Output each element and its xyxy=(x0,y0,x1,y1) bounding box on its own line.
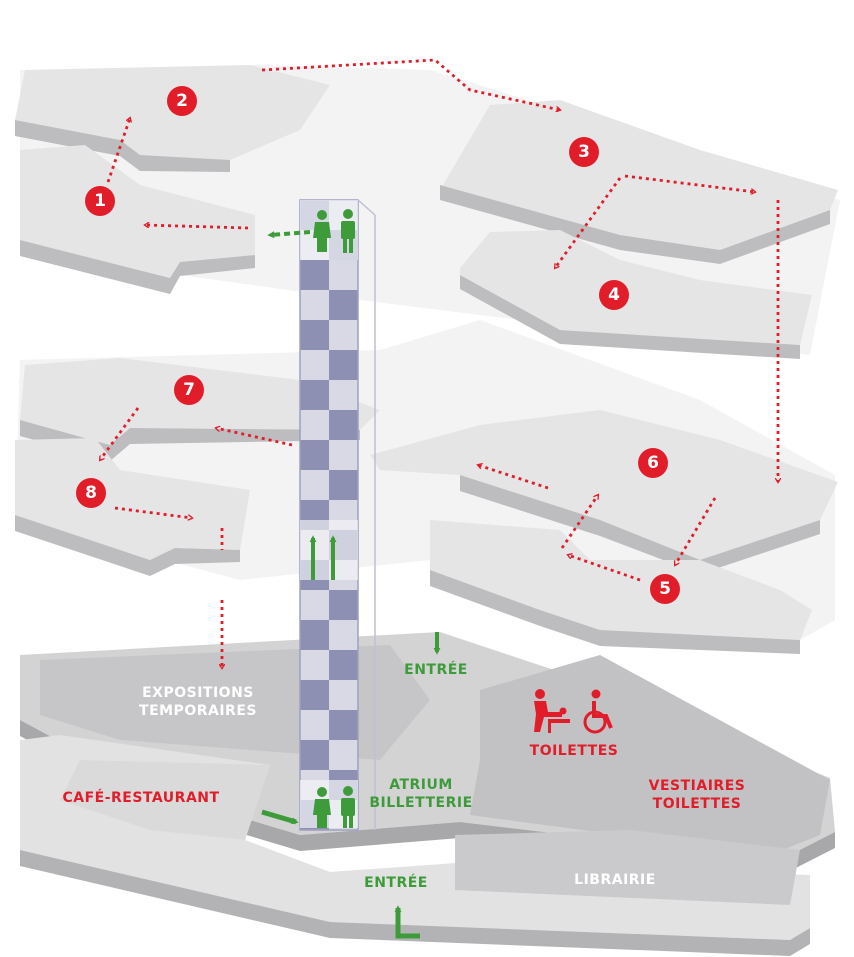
route-6-to-5 xyxy=(673,497,717,565)
room-badge-1: 1 xyxy=(85,186,115,216)
expositions-label: EXPOSITIONS TEMPORAIRES xyxy=(118,684,278,720)
expositions-label-line1: EXPOSITIONS xyxy=(142,685,254,701)
entree-label-bottom: ENTRÉE xyxy=(364,875,428,891)
atrium-label: ATRIUM BILLETTERIE xyxy=(361,776,481,812)
route-3-to-4 xyxy=(553,177,622,268)
route-5-to-west xyxy=(568,555,641,582)
librairie-label: LIBRAIRIE xyxy=(574,872,656,888)
baby-changing-icon xyxy=(534,689,570,733)
room-badge-4: 4 xyxy=(599,280,629,310)
top-floor xyxy=(15,65,840,359)
elevator-shaft xyxy=(299,199,376,831)
green-arrow-icon xyxy=(261,809,299,825)
access-arrows xyxy=(261,230,441,939)
green-arrow-icon xyxy=(394,905,420,939)
room-badge-8: 8 xyxy=(76,478,106,508)
expositions-label-line2: TEMPORAIRES xyxy=(139,703,257,719)
visit-route xyxy=(98,58,778,668)
room-badge-6: 6 xyxy=(638,448,668,478)
route-8-east xyxy=(114,506,192,518)
vestiaires-label-line2: TOILETTES xyxy=(652,796,742,812)
ground-floor xyxy=(20,632,835,956)
middle-floor xyxy=(15,320,838,654)
person-man-icon xyxy=(341,209,355,253)
entree-label-top: ENTRÉE xyxy=(404,662,468,678)
cafe-restaurant-label: CAFÉ-RESTAURANT xyxy=(62,790,220,806)
vestiaires-label: VESTIAIRES TOILETTES xyxy=(637,777,757,813)
room-badge-2: 2 xyxy=(167,86,197,116)
atrium-label-line1: ATRIUM xyxy=(389,777,453,793)
person-woman-icon xyxy=(313,787,331,828)
route-top-exit xyxy=(145,225,249,230)
green-arrow-icon xyxy=(267,230,311,239)
person-woman-icon xyxy=(313,210,331,252)
route-3-east xyxy=(624,174,755,192)
atrium-label-line2: BILLETTERIE xyxy=(369,795,473,811)
room-badge-7: 7 xyxy=(174,375,204,405)
room-badge-5: 5 xyxy=(650,574,680,604)
route-2-to-3 xyxy=(261,58,560,110)
route-6-west xyxy=(478,465,549,490)
wheelchair-icon xyxy=(583,689,613,734)
route-to-7 xyxy=(216,428,293,447)
person-man-icon xyxy=(341,786,355,828)
vestiaires-label-line1: VESTIAIRES xyxy=(648,778,746,794)
room-badge-3: 3 xyxy=(569,137,599,167)
route-1-to-2 xyxy=(106,118,130,183)
toilettes-label: TOILETTES xyxy=(529,743,619,759)
